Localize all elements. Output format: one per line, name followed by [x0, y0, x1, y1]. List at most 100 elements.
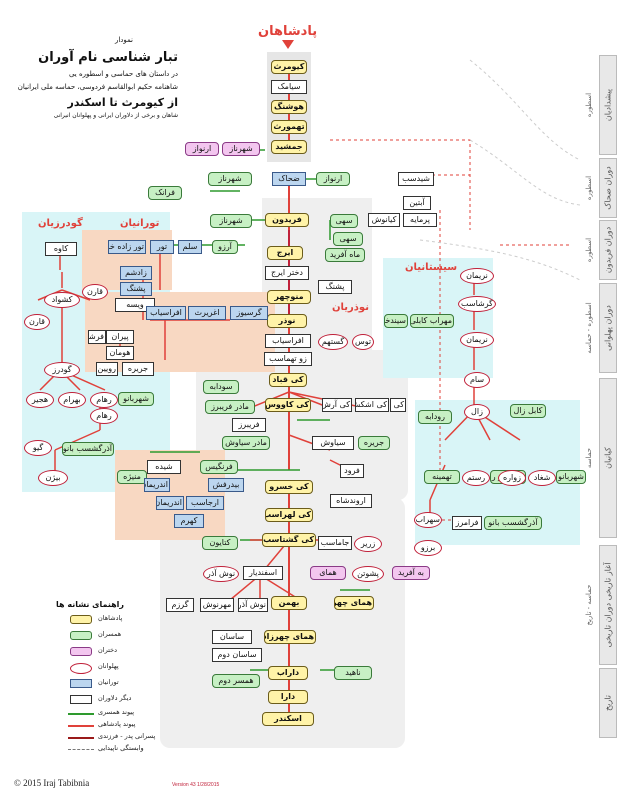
node-sahi2[interactable]: سهی	[333, 232, 363, 246]
node-garsivaz[interactable]: گرسیوز	[230, 306, 268, 320]
node-kabul[interactable]: کابل زال	[510, 404, 546, 418]
king-darab[interactable]: داراب	[268, 666, 308, 680]
node-afrasiab-box[interactable]: افراسیاب	[265, 334, 311, 348]
node-shideh[interactable]: شیده	[147, 460, 181, 474]
king-iraj[interactable]: ایرج	[267, 246, 303, 260]
node-shaghad[interactable]: شغاد	[528, 470, 556, 486]
node-purmayeh[interactable]: پرمایه	[403, 213, 437, 227]
node-tahmineh[interactable]: تهمینه	[424, 470, 460, 484]
node-gostaham[interactable]: گستهم	[318, 334, 348, 350]
node-siavash[interactable]: سیاوش	[312, 436, 354, 450]
node-pashang[interactable]: پشنگ	[318, 280, 352, 294]
node-navazar-1[interactable]: نوش آذر	[203, 566, 239, 582]
node-esfandiar[interactable]: اسفندیار	[243, 566, 283, 580]
node-mehrnush[interactable]: مهرنوش	[200, 598, 234, 612]
node-faribourz[interactable]: فریبرز	[232, 418, 266, 432]
node-siamak[interactable]: سیامک	[271, 80, 307, 94]
node-andarman-2[interactable]: اندریمان	[144, 478, 170, 492]
node-roham-2[interactable]: رهام	[90, 408, 118, 424]
node-zal[interactable]: زال	[464, 404, 490, 420]
node-abtin[interactable]: آبتین	[403, 196, 431, 210]
node-dokhtar-iraj[interactable]: دختر ایرج	[265, 266, 309, 280]
node-bidarafsh[interactable]: بیدرفش	[208, 478, 244, 492]
node-sasan-2[interactable]: ساسان دوم	[212, 648, 262, 662]
node-andarman[interactable]: اندریمان	[156, 496, 184, 510]
node-ki-pashin[interactable]: کی پشین	[390, 398, 406, 412]
node-homay-chehrzad[interactable]: همای چهرزاد	[334, 596, 374, 610]
node-rostam[interactable]: رستم	[462, 470, 490, 486]
king-tahmuras[interactable]: تهمورث	[271, 120, 307, 134]
node-kaveh[interactable]: کاوه	[45, 242, 77, 256]
node-jamasp[interactable]: جاماسب	[318, 536, 352, 550]
node-nahid[interactable]: ناهید	[334, 666, 372, 680]
node-pashang-2[interactable]: پشنگ	[120, 282, 152, 296]
node-hajir[interactable]: هجیر	[26, 392, 54, 408]
node-madar-siavash[interactable]: مادر سیاوش	[222, 436, 270, 450]
node-sasan[interactable]: ساسان	[212, 630, 252, 644]
node-pashutan[interactable]: پشوتن	[352, 566, 384, 582]
node-jarireh-2[interactable]: جریره	[358, 436, 390, 450]
node-arnavaz[interactable]: ارنواز	[185, 142, 219, 156]
king-zahhak[interactable]: ضحاک	[272, 172, 306, 186]
node-kashvad[interactable]: کشواد	[44, 292, 80, 308]
node-sam[interactable]: سام	[464, 372, 490, 388]
node-second-wife[interactable]: همسر دوم	[212, 674, 260, 688]
node-zadsham[interactable]: زادشم	[120, 266, 152, 280]
node-shidasp[interactable]: شیدسب	[398, 172, 434, 186]
node-giv[interactable]: گیو	[24, 440, 52, 456]
node-tur[interactable]: تور	[150, 240, 174, 254]
node-mehrab[interactable]: مهراب کابلی	[410, 314, 454, 328]
king-kay-kavus[interactable]: کی کاووس	[265, 398, 311, 412]
node-azargoshasb-banu[interactable]: آذرگشسب بانو	[62, 442, 114, 456]
node-tus[interactable]: توس	[352, 334, 374, 350]
node-bahram[interactable]: بهرام	[58, 392, 86, 408]
node-garzam[interactable]: گرزم	[166, 598, 194, 612]
king-kiumars[interactable]: کیومرث	[271, 60, 307, 74]
node-rudabeh[interactable]: رودابه	[418, 410, 452, 424]
node-shaghad-wife[interactable]: شهربانو رام	[556, 470, 586, 484]
node-faranak[interactable]: فرانک	[148, 186, 182, 200]
king-eskandar[interactable]: اسکندر	[262, 712, 314, 726]
node-qaren-2[interactable]: قارن	[24, 314, 50, 330]
node-manijeh[interactable]: منیژه	[117, 470, 147, 484]
king-zu[interactable]: زو تهماسب	[264, 352, 312, 366]
king-bahman[interactable]: بهمن	[271, 596, 307, 610]
king-goshtasp[interactable]: کی گشتاسب	[262, 533, 316, 547]
node-arnavaz-2[interactable]: ارنواز	[316, 172, 350, 186]
node-goudarz[interactable]: گودرز	[44, 362, 80, 378]
node-viseh[interactable]: ویسه	[115, 298, 155, 312]
king-nowzar[interactable]: نوذر	[267, 314, 307, 328]
node-nariman-2[interactable]: نریمان	[460, 332, 494, 348]
node-arjasb[interactable]: ارجاسب	[186, 496, 224, 510]
node-mahafarid[interactable]: ماه آفرید	[325, 248, 365, 262]
king-hushang[interactable]: هوشنگ	[271, 100, 307, 114]
node-aghrirath[interactable]: اغریرث	[188, 306, 226, 320]
node-shahrbanu[interactable]: شهربانو	[118, 392, 154, 406]
node-farangis[interactable]: فرنگیس	[200, 460, 238, 474]
node-arzu[interactable]: آرزو	[212, 240, 238, 254]
node-shahrnaz-3[interactable]: شهرناز	[210, 214, 252, 228]
node-soodabeh[interactable]: سودابه	[203, 380, 239, 394]
king-fereydun[interactable]: فریدون	[265, 213, 309, 227]
node-bijan[interactable]: بیژن	[38, 470, 68, 486]
node-farud[interactable]: فرود	[340, 464, 364, 478]
node-piran[interactable]: پیران	[106, 330, 134, 344]
king-manuchehr[interactable]: منوچهر	[267, 290, 311, 304]
node-kayanush[interactable]: کیانوش	[368, 213, 400, 227]
node-salm[interactable]: سلم	[178, 240, 202, 254]
node-zavareh[interactable]: زواره	[498, 470, 526, 486]
node-sahi[interactable]: سهی	[330, 214, 358, 228]
node-shahrnaz[interactable]: شهرناز	[222, 142, 260, 156]
node-ki-ashkesh[interactable]: کی اشکش	[355, 398, 389, 412]
node-garshasb[interactable]: گرشاسب	[458, 296, 496, 312]
node-zarir[interactable]: زریر	[354, 536, 382, 552]
node-qaren[interactable]: قارن	[82, 284, 108, 300]
node-sindokht[interactable]: سیندخت	[384, 314, 408, 328]
king-jamshid[interactable]: جمشید	[271, 140, 307, 154]
node-nariman[interactable]: نریمان	[460, 268, 494, 284]
node-arvandshah[interactable]: اروندشاه	[330, 494, 372, 508]
node-faramarz[interactable]: فرامرز	[452, 516, 482, 530]
king-kay-qobad[interactable]: کی قباد	[269, 373, 307, 387]
node-shahrnaz-2[interactable]: شهرناز	[208, 172, 252, 186]
king-kay-khosrow[interactable]: کی خسرو	[265, 480, 313, 494]
